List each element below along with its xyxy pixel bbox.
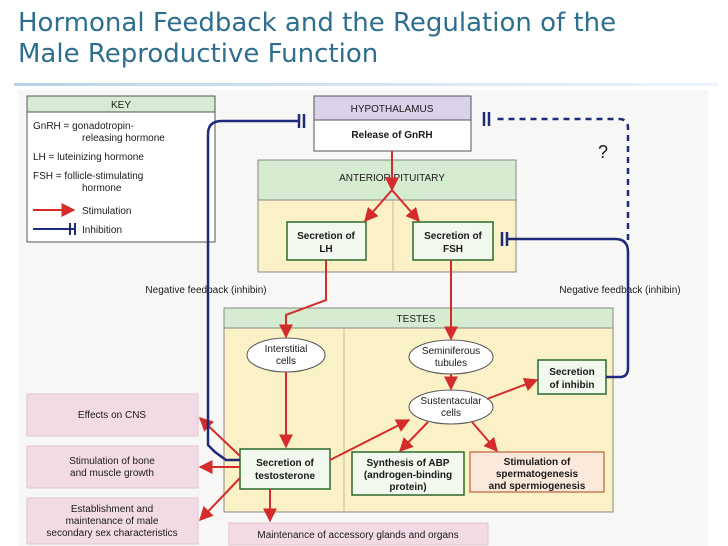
abp-line-1: Synthesis of ABP xyxy=(367,458,450,469)
inhibition-testosterone-to-hypothalamus xyxy=(206,119,300,462)
abp-synthesis-box xyxy=(351,451,465,496)
inhibition-inhibin-to-fsh xyxy=(508,237,630,379)
arrow-testosterone-to-sustentacular xyxy=(329,419,411,461)
fsh-line-2: FSH xyxy=(443,244,463,255)
feedback-label-right: Negative feedback (inhibin) xyxy=(559,285,680,296)
sustentacular-line-2: cells xyxy=(441,408,461,419)
arrow-testosterone-to-cns xyxy=(198,417,241,457)
accessory-glands-box xyxy=(228,522,489,546)
key-panel: KEY GnRH = gonadotropin- releasing hormo… xyxy=(26,95,216,243)
seminiferous-line-2: tubules xyxy=(435,358,467,369)
feedback-label-left: Negative feedback (inhibin) xyxy=(145,285,266,296)
inhibin-secretion-box xyxy=(537,359,607,395)
testes-panel: TESTES Interstitial cells Seminiferous t… xyxy=(223,307,614,513)
testosterone-secretion-box xyxy=(239,448,331,490)
key-inhibition-label: Inhibition xyxy=(82,225,122,236)
fsh-secretion-box xyxy=(412,221,494,261)
lh-line-1: Secretion of xyxy=(297,231,355,242)
sperm-line-3: and spermiogenesis xyxy=(489,481,586,492)
arrow-sustentacular-to-abp xyxy=(399,421,429,453)
cns-effect-box xyxy=(26,393,199,437)
key-fsh-line-2: hormone xyxy=(82,183,122,194)
arrow-gnrh-to-fsh xyxy=(391,189,420,223)
testosterone-line-2: testosterone xyxy=(255,471,315,482)
interstitial-line-2: cells xyxy=(276,356,296,367)
sex-line-3: secondary sex characteristics xyxy=(46,528,177,539)
effects-panel: Effects on CNS Stimulation of bone and m… xyxy=(26,393,489,546)
key-gnrh-line-1: GnRH = gonadotropin- xyxy=(33,121,134,132)
key-stimulation-label: Stimulation xyxy=(82,206,131,217)
lh-line-2: LH xyxy=(319,244,332,255)
gnrh-release-label: Release of GnRH xyxy=(351,130,432,141)
inhibition-inhibin-to-hypothalamus-dashed xyxy=(497,117,630,240)
abp-line-2: (androgen-binding xyxy=(364,470,452,481)
title-divider xyxy=(14,83,718,86)
testosterone-line-1: Secretion of xyxy=(256,458,314,469)
arrow-sustentacular-to-inhibin xyxy=(486,377,539,400)
slide-title-line-2: Male Reproductive Function xyxy=(18,39,379,69)
interstitial-line-1: Interstitial xyxy=(265,344,308,355)
sex-line-1: Establishment and xyxy=(71,504,153,515)
cns-effect-label: Effects on CNS xyxy=(78,410,147,421)
seminiferous-line-1: Seminiferous xyxy=(422,346,480,357)
bone-line-2: and muscle growth xyxy=(70,468,154,479)
arrow-gnrh-to-lh xyxy=(364,189,393,223)
sex-line-2: maintenance of male xyxy=(66,516,159,527)
inhibin-line-1: Secretion xyxy=(549,367,595,378)
arrow-lh-to-interstitial xyxy=(279,260,327,339)
sperm-line-2: spermatogenesis xyxy=(496,469,579,480)
fsh-line-1: Secretion of xyxy=(424,231,482,242)
unknown-pathway-mark: ? xyxy=(598,142,608,162)
hypothalamus-box: HYPOTHALAMUS Release of GnRH xyxy=(313,95,472,152)
arrow-testosterone-to-sex-characteristics xyxy=(199,477,241,522)
abp-line-3: protein) xyxy=(389,482,426,493)
arrow-sustentacular-to-spermatogenesis xyxy=(471,421,498,453)
accessory-label: Maintenance of accessory glands and orga… xyxy=(257,530,458,541)
hypothalamus-heading: HYPOTHALAMUS xyxy=(351,104,434,115)
bone-muscle-effect-box xyxy=(26,445,199,489)
inhibin-line-2: of inhibin xyxy=(550,380,595,391)
anterior-pituitary-panel: ANTERIOR PITUITARY Secretion of LH Secre… xyxy=(257,159,517,273)
sperm-line-1: Stimulation of xyxy=(504,457,571,468)
key-heading: KEY xyxy=(111,100,131,111)
slide-title: Hormonal Feedback and the Regulation of … xyxy=(18,8,718,70)
key-gnrh-line-2: releasing hormone xyxy=(82,133,165,144)
sustentacular-line-1: Sustentacular xyxy=(420,396,482,407)
key-fsh-line-1: FSH = follicle-stimulating xyxy=(33,171,143,182)
testes-heading: TESTES xyxy=(397,314,436,325)
sex-characteristics-effect-box xyxy=(26,497,199,545)
spermatogenesis-box xyxy=(469,451,605,493)
key-lh: LH = luteinizing hormone xyxy=(33,152,144,163)
bone-line-1: Stimulation of bone xyxy=(69,456,155,467)
slide-title-line-1: Hormonal Feedback and the Regulation of … xyxy=(18,8,617,38)
lh-secretion-box xyxy=(286,221,367,261)
